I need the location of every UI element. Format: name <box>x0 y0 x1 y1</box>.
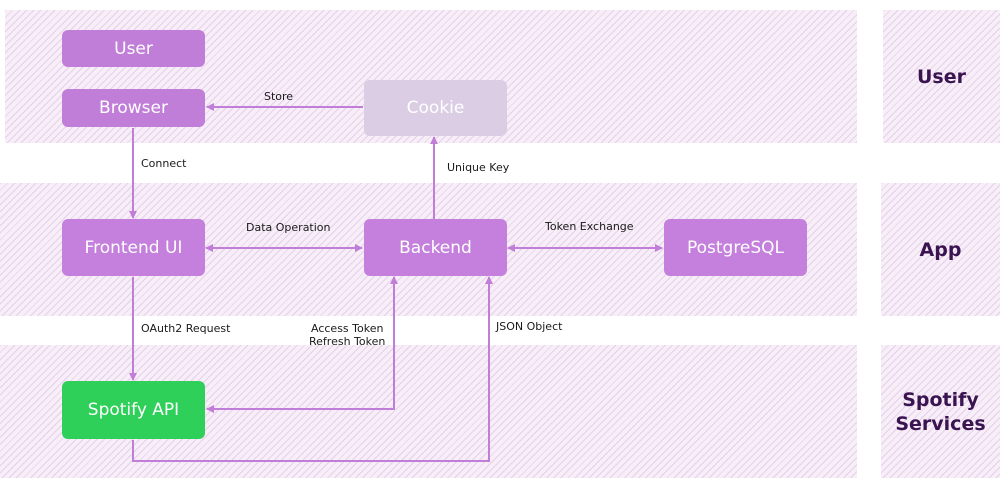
oauth2-request-edge-label: OAuth2 Request <box>141 322 231 335</box>
access-token-arrow <box>206 276 398 413</box>
backend-node-label: Backend <box>399 237 472 258</box>
cookie-node-label: Cookie <box>406 98 465 118</box>
user-node-label: User <box>114 38 153 59</box>
user-lane-label-box <box>883 10 1000 143</box>
refresh-token-edge-label: Refresh Token <box>309 335 386 348</box>
user-lane-label: User <box>883 10 1000 143</box>
json-object-arrow <box>132 276 493 462</box>
store-edge-label: Store <box>264 90 294 103</box>
browser-node-label: Browser <box>99 98 168 118</box>
json-object-edge-label: JSON Object <box>496 320 563 333</box>
app-lane-label: App <box>881 183 1000 316</box>
spotify-lane-label-box <box>881 345 1000 478</box>
spotify-lane-label: Spotify Services <box>881 345 1000 478</box>
token-exchange-edge-label: Token Exchange <box>545 220 634 233</box>
spotify-lane-label-line2: Services <box>895 412 986 435</box>
spotify-lane-label-line1: Spotify <box>902 388 979 411</box>
browser-node: Browser <box>62 89 205 127</box>
user-lane-label-text: User <box>917 65 966 88</box>
cookie-node: Cookie <box>364 80 507 136</box>
postgresql-node-label: PostgreSQL <box>686 237 785 258</box>
unique-key-edge-label: Unique Key <box>447 161 510 174</box>
user-node: User <box>62 30 205 67</box>
spotify-api-node-label: Spotify API <box>87 400 180 420</box>
frontend-ui-node-label: Frontend UI <box>84 237 183 258</box>
app-lane-label-text: App <box>919 238 962 261</box>
connect-edge-label: Connect <box>141 157 187 170</box>
backend-node: Backend <box>364 219 507 276</box>
postgresql-node: PostgreSQL <box>664 219 807 276</box>
frontend-ui-node: Frontend UI <box>62 219 205 276</box>
app-lane-label-box <box>881 183 1000 316</box>
spotify-api-node: Spotify API <box>62 381 205 439</box>
data-operation-edge-label: Data Operation <box>246 221 331 234</box>
access-token-edge-label: Access Token <box>311 322 384 335</box>
